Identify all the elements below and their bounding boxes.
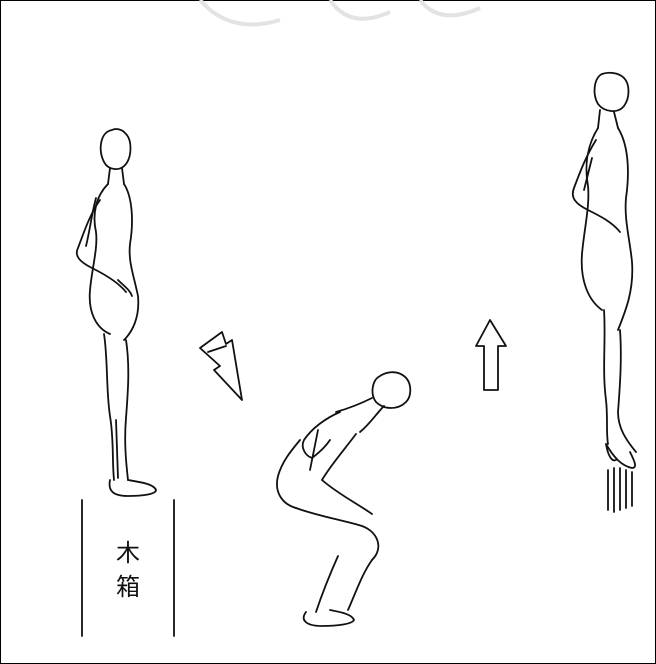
down-left-arrow-icon [200, 332, 242, 400]
wooden-box-label: 木 箱 [82, 536, 174, 604]
standing-figure [77, 129, 156, 496]
box-label-line-1: 木 [82, 536, 174, 570]
jumping-figure [573, 73, 636, 512]
squat-figure [277, 372, 410, 626]
up-arrow-icon [476, 320, 506, 390]
box-label-line-2: 箱 [82, 570, 174, 604]
